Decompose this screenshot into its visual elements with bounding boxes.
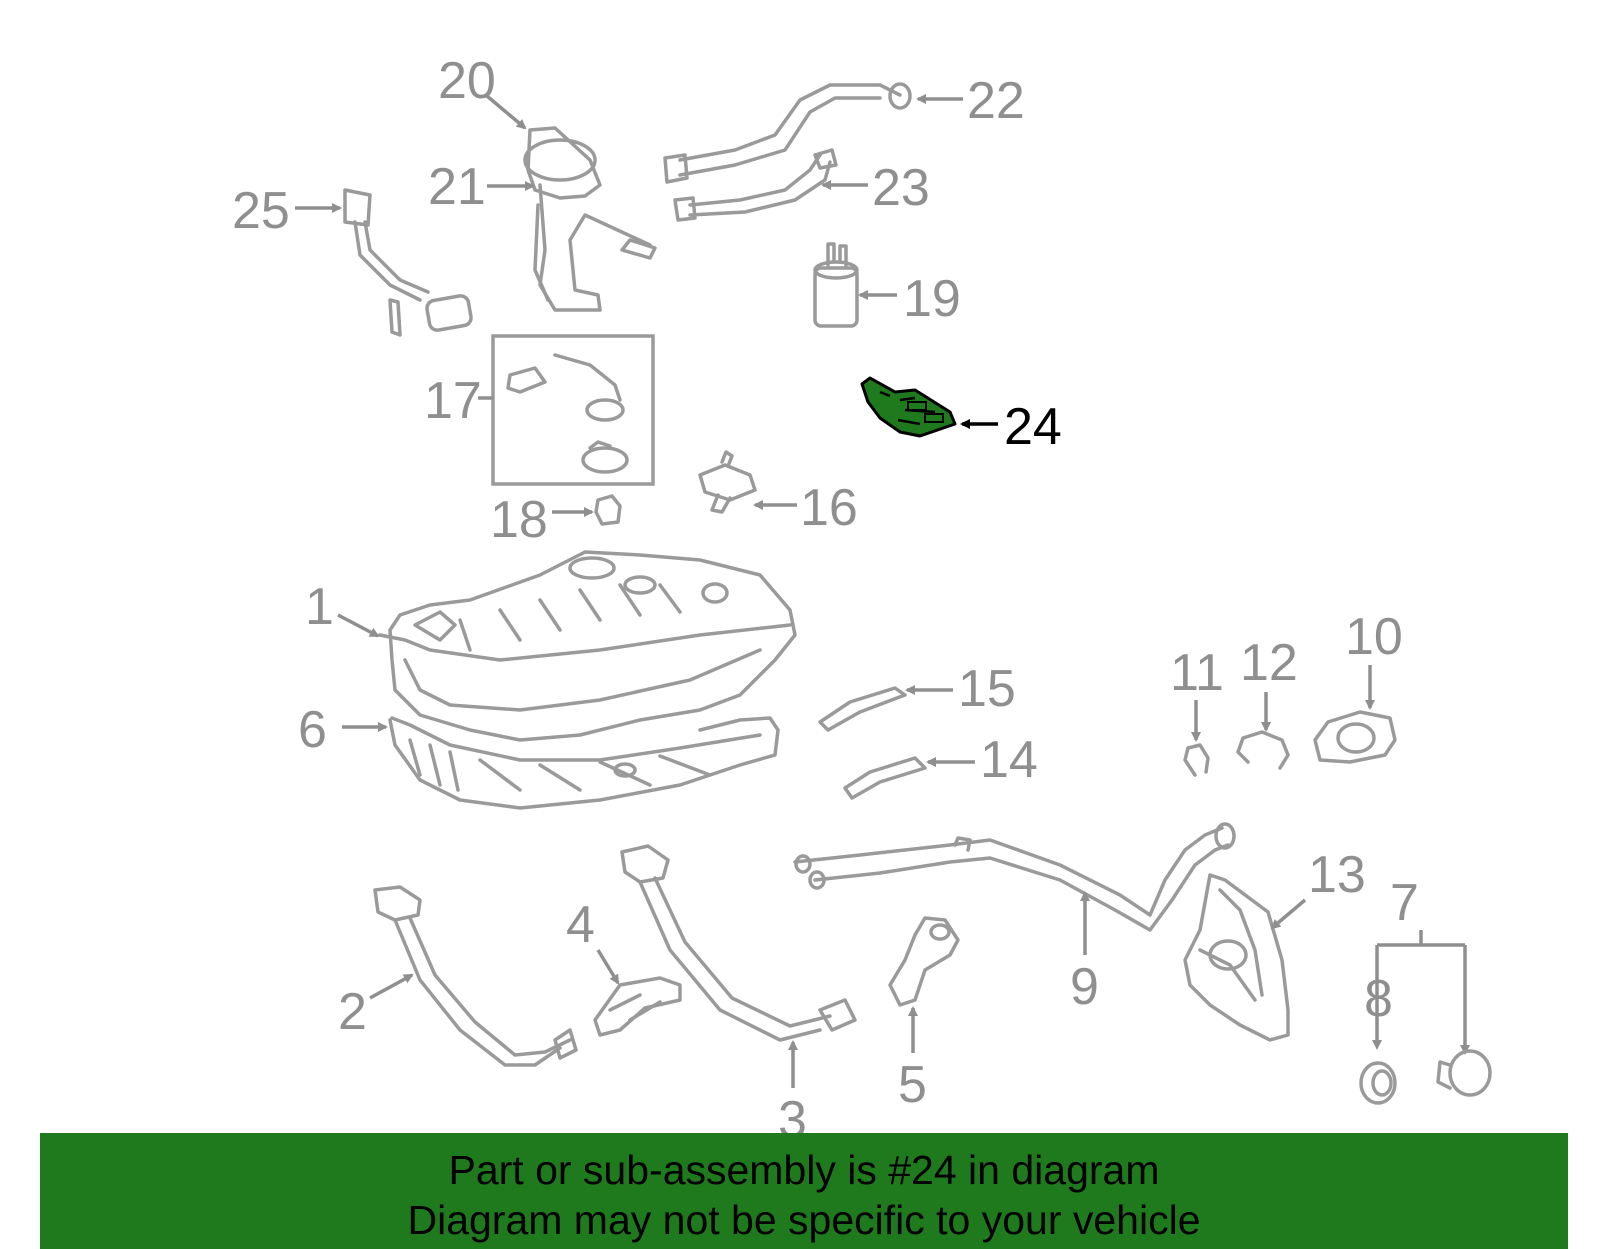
leader-2 — [369, 973, 414, 1000]
part-12-clamp — [1236, 730, 1290, 770]
leader-13 — [1270, 898, 1307, 930]
callout-2: 2 — [338, 983, 367, 1041]
callout-14: 14 — [980, 731, 1038, 789]
info-banner: Part or sub-assembly is #24 in diagram D… — [40, 1133, 1568, 1249]
part-7-fuel-cap — [1436, 1049, 1492, 1097]
callout-16: 16 — [800, 479, 858, 537]
part-9-filler-pipe — [793, 822, 1236, 932]
leader-4 — [596, 949, 620, 985]
part-5-bracket — [888, 916, 960, 1007]
part-13-filler-box — [1183, 873, 1290, 1042]
part-25-level-sender — [343, 188, 473, 337]
callout-1: 1 — [305, 578, 334, 636]
callout-13: 13 — [1308, 846, 1366, 904]
callout-5: 5 — [898, 1056, 927, 1114]
callout-25: 25 — [232, 182, 290, 240]
leader-1 — [337, 613, 380, 638]
callout-7: 7 — [1390, 874, 1419, 932]
part-2-tank-strap — [373, 885, 578, 1067]
part-22-hose — [663, 82, 912, 184]
callout-17: 17 — [424, 372, 482, 430]
callout-15: 15 — [958, 660, 1016, 718]
callout-22: 22 — [967, 72, 1025, 130]
callout-11: 11 — [1170, 644, 1224, 702]
callout-24: 24 — [1004, 398, 1062, 456]
callout-9: 9 — [1070, 958, 1099, 1016]
part-4-bracket — [593, 976, 682, 1037]
part-16-vent-valve — [698, 450, 757, 514]
part-18-valve — [594, 494, 622, 526]
part-3-tank-strap — [620, 844, 857, 1042]
callout-23: 23 — [872, 159, 930, 217]
callout-12: 12 — [1240, 634, 1298, 692]
callout-20: 20 — [438, 52, 496, 110]
part-20-21-sender-gauge — [523, 126, 657, 312]
part-24-highlighted — [860, 376, 957, 438]
callout-18: 18 — [490, 491, 548, 549]
callout-6: 6 — [298, 701, 327, 759]
part-11-clip — [1183, 743, 1210, 777]
banner-line-2: Diagram may not be specific to your vehi… — [407, 1197, 1201, 1243]
leader-20 — [485, 94, 527, 130]
callout-19: 19 — [903, 270, 961, 328]
part-23-hose — [673, 148, 838, 222]
part-1-fuel-tank — [378, 550, 797, 742]
callout-21: 21 — [428, 158, 486, 216]
callout-4: 4 — [566, 896, 595, 954]
part-15-hose — [818, 686, 907, 732]
part-19-fuel-pump — [813, 242, 859, 328]
part-8-cap-gasket — [1359, 1061, 1397, 1105]
callout-8: 8 — [1364, 970, 1393, 1028]
part-10-gasket — [1313, 710, 1397, 764]
part-6-tank-protector — [388, 716, 780, 810]
banner-line-1: Part or sub-assembly is #24 in diagram — [448, 1147, 1160, 1193]
part-17-kit — [491, 334, 655, 486]
leader-7-bracket — [1375, 930, 1467, 1050]
part-14-hose — [843, 756, 927, 800]
callout-10: 10 — [1345, 608, 1403, 666]
